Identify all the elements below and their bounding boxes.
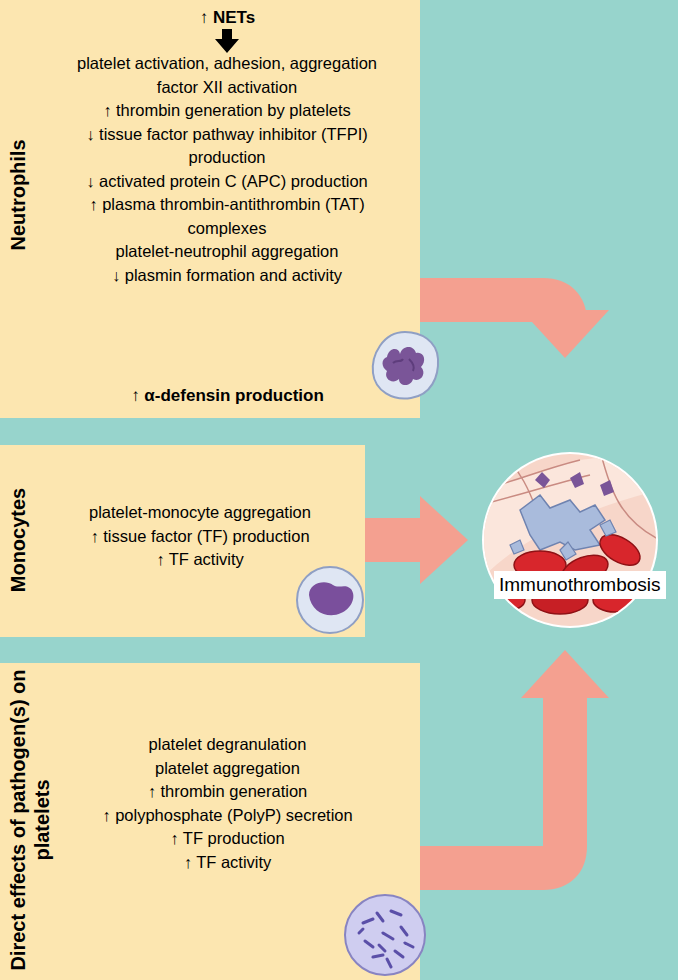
effect-item: platelet aggregation: [35, 757, 420, 781]
effect-item: platelet degranulation: [35, 733, 420, 757]
effect-item: ↓ tissue factor pathway inhibitor (TFPI)…: [57, 123, 397, 170]
text-group: platelet-monocyte aggregation↑ tissue fa…: [35, 501, 365, 572]
effect-item: ↑ TF activity: [35, 851, 420, 875]
effect-item: platelet-monocyte aggregation: [35, 501, 365, 525]
cell-panel: Monocytesplatelet-monocyte aggregation↑ …: [0, 445, 365, 637]
cell-panel: Direct effects of pathogen(s) on platele…: [0, 663, 420, 980]
effect-item: ↑ TF activity: [35, 548, 365, 572]
effect-item: ↓ plasmin formation and activity: [57, 264, 397, 288]
neutrophil-icon: [369, 329, 441, 401]
monocyte-icon: [295, 565, 365, 635]
effect-item: ↑ TF production: [35, 827, 420, 851]
effect-item: ↑ plasma thrombin-antithrombin (TAT) com…: [57, 193, 397, 240]
text-group: platelet degranulationplatelet aggregati…: [35, 733, 420, 874]
key-effect: ↑ NETs: [35, 6, 420, 30]
effect-item: platelet-neutrophil aggregation: [57, 240, 397, 264]
outcome-label: Immunothrombosis: [494, 571, 666, 599]
effect-item: factor XII activation: [57, 76, 397, 100]
effect-item: ↑ polyphosphate (PolyP) secretion: [35, 804, 420, 828]
outcome-node: Immunothrombosis: [480, 450, 660, 630]
thrombus-illustration: [480, 450, 660, 630]
effect-item: ↑ tissue factor (TF) production: [35, 525, 365, 549]
effect-item: ↑ thrombin generation by platelets: [57, 99, 397, 123]
bacteria-icon: [343, 893, 427, 977]
effect-item: ↓ activated protein C (APC) production: [57, 170, 397, 194]
flow-arrow: [420, 300, 609, 358]
text-group: ↑ NETs: [35, 6, 420, 30]
panel-heading: Neutrophils: [6, 85, 30, 305]
flow-arrow: [420, 650, 609, 868]
effect-item: platelet activation, adhesion, aggregati…: [57, 52, 397, 76]
text-group: ↑ α-defensin production: [35, 384, 420, 408]
panel-heading: Monocytes: [6, 450, 30, 630]
down-arrow: [215, 29, 239, 53]
key-effect: ↑ α-defensin production: [35, 384, 420, 408]
text-group: platelet activation, adhesion, aggregati…: [57, 52, 397, 287]
flow-arrow: [365, 496, 468, 584]
effect-item: ↑ thrombin generation: [35, 780, 420, 804]
cell-panel: Neutrophils ↑ NETs platelet activation, ad…: [0, 0, 420, 418]
panel-heading: Direct effects of pathogen(s) on platele…: [6, 660, 54, 980]
